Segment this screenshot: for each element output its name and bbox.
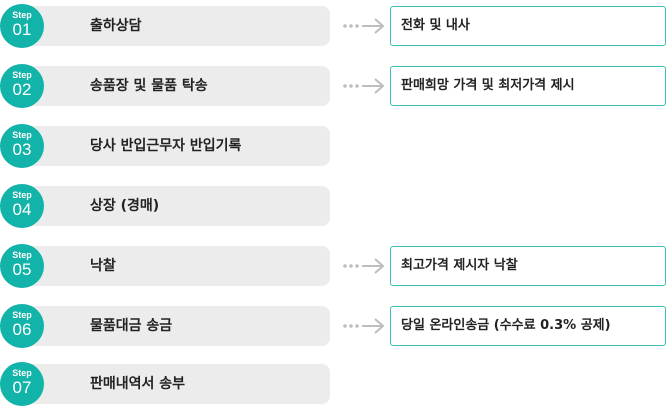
step-row-03: Step 03 당사 반입근무자 반입기록 (0, 124, 668, 168)
step-bar (12, 66, 330, 106)
step-word: Step (12, 70, 32, 80)
step-badge: Step 05 (0, 244, 44, 288)
step-number: 03 (12, 140, 32, 159)
step-bar (12, 6, 330, 46)
step-label: 판매내역서 송부 (90, 376, 186, 392)
step-badge: Step 02 (0, 64, 44, 108)
step-badge: Step 06 (0, 304, 44, 348)
step-label: 출하상담 (90, 18, 142, 34)
step-badge: Step 04 (0, 184, 44, 228)
step-number: 01 (12, 20, 32, 39)
step-bar (12, 186, 330, 226)
step-badge: Step 07 (0, 362, 44, 406)
step-label: 낙찰 (90, 258, 116, 274)
step-word: Step (12, 10, 32, 20)
step-number: 06 (12, 320, 32, 339)
step-row-06: Step 06 물품대금 송금 당일 온라인송금 (수수료 0.3% 공제) (0, 304, 668, 348)
step-detail-box: 판매희망 가격 및 최저가격 제시 (390, 66, 666, 106)
dotted-arrow-icon (343, 78, 385, 94)
step-badge: Step 01 (0, 4, 44, 48)
step-detail-box: 전화 및 내사 (390, 6, 666, 46)
step-detail-box: 최고가격 제시자 낙찰 (390, 246, 666, 286)
step-label: 송품장 및 물품 탁송 (90, 78, 208, 94)
step-word: Step (12, 310, 32, 320)
step-bar (12, 306, 330, 346)
step-word: Step (12, 130, 32, 140)
step-label: 상장 (경매) (90, 198, 160, 214)
step-label: 당사 반입근무자 반입기록 (90, 138, 242, 154)
dotted-arrow-icon (343, 18, 385, 34)
step-bar (12, 126, 330, 166)
step-row-07: Step 07 판매내역서 송부 (0, 362, 668, 406)
step-number: 07 (12, 378, 32, 397)
step-bar (12, 246, 330, 286)
step-row-04: Step 04 상장 (경매) (0, 184, 668, 228)
step-label: 물품대금 송금 (90, 318, 173, 334)
step-number: 04 (12, 200, 32, 219)
step-word: Step (12, 190, 32, 200)
step-word: Step (12, 250, 32, 260)
step-row-02: Step 02 송품장 및 물품 탁송 판매희망 가격 및 최저가격 제시 (0, 64, 668, 108)
step-word: Step (12, 368, 32, 378)
step-number: 05 (12, 260, 32, 279)
step-row-01: Step 01 출하상담 전화 및 내사 (0, 4, 668, 48)
step-number: 02 (12, 80, 32, 99)
dotted-arrow-icon (343, 318, 385, 334)
dotted-arrow-icon (343, 258, 385, 274)
step-bar (12, 364, 330, 404)
step-row-05: Step 05 낙찰 최고가격 제시자 낙찰 (0, 244, 668, 288)
step-detail-box: 당일 온라인송금 (수수료 0.3% 공제) (390, 306, 666, 346)
step-badge: Step 03 (0, 124, 44, 168)
